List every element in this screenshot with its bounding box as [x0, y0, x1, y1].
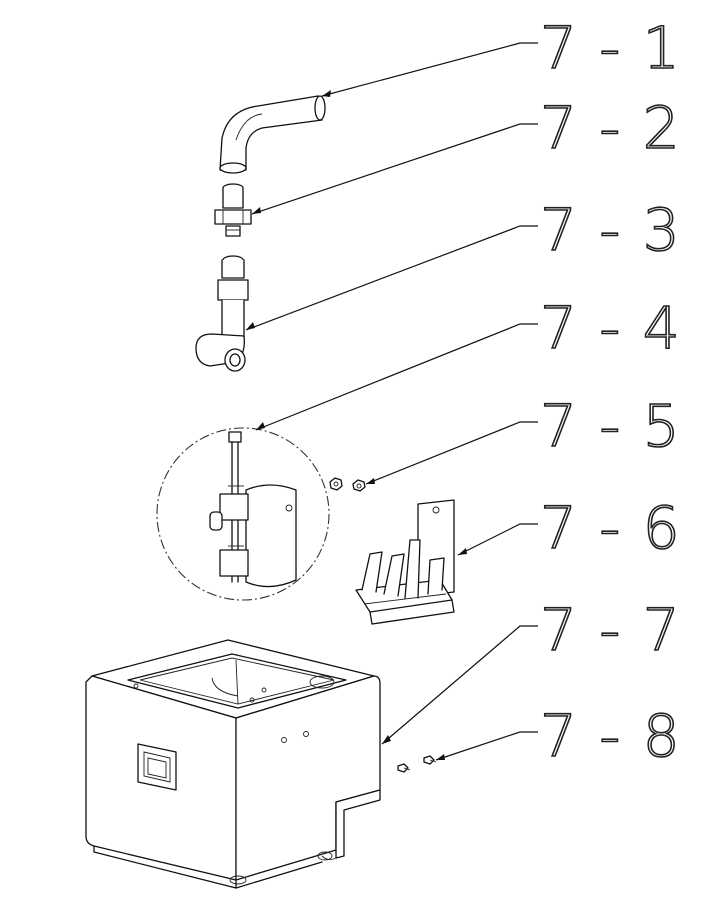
- callout-7-8: 7 - 8: [540, 702, 682, 770]
- leader-7-5: [365, 421, 538, 485]
- part-7-8-screw: [397, 755, 437, 773]
- callout-7-6: 7 - 6: [540, 494, 682, 562]
- leader-7-1: [321, 42, 538, 97]
- leader-7-7: [381, 625, 538, 745]
- leader-7-6: [457, 523, 538, 556]
- callout-7-1: 7 - 1: [540, 14, 682, 82]
- leader-7-3: [245, 225, 538, 331]
- callout-labels: 7 - 1 7 - 2 7 - 3 7 - 4 7 - 5 7 - 6 7 - …: [539, 13, 682, 771]
- callout-7-7: 7 - 7: [540, 596, 682, 664]
- part-7-1-bent-tube: [219, 95, 326, 174]
- part-7-7-housing: [85, 639, 381, 889]
- callout-7-3: 7 - 3: [540, 196, 682, 264]
- callout-7-2: 7 - 2: [540, 94, 682, 162]
- leader-lines: [245, 42, 538, 761]
- leader-7-4: [255, 323, 538, 431]
- callout-7-5: 7 - 5: [540, 392, 682, 460]
- part-7-3-elbow: [195, 255, 249, 372]
- part-7-5-nut: [329, 477, 366, 492]
- part-7-4-float-switch: [156, 427, 330, 601]
- part-7-2-fitting: [214, 183, 252, 237]
- part-7-6-rack: [355, 499, 455, 625]
- leader-7-2: [251, 123, 538, 215]
- leader-7-8: [435, 731, 538, 761]
- callout-7-4: 7 - 4: [540, 294, 682, 362]
